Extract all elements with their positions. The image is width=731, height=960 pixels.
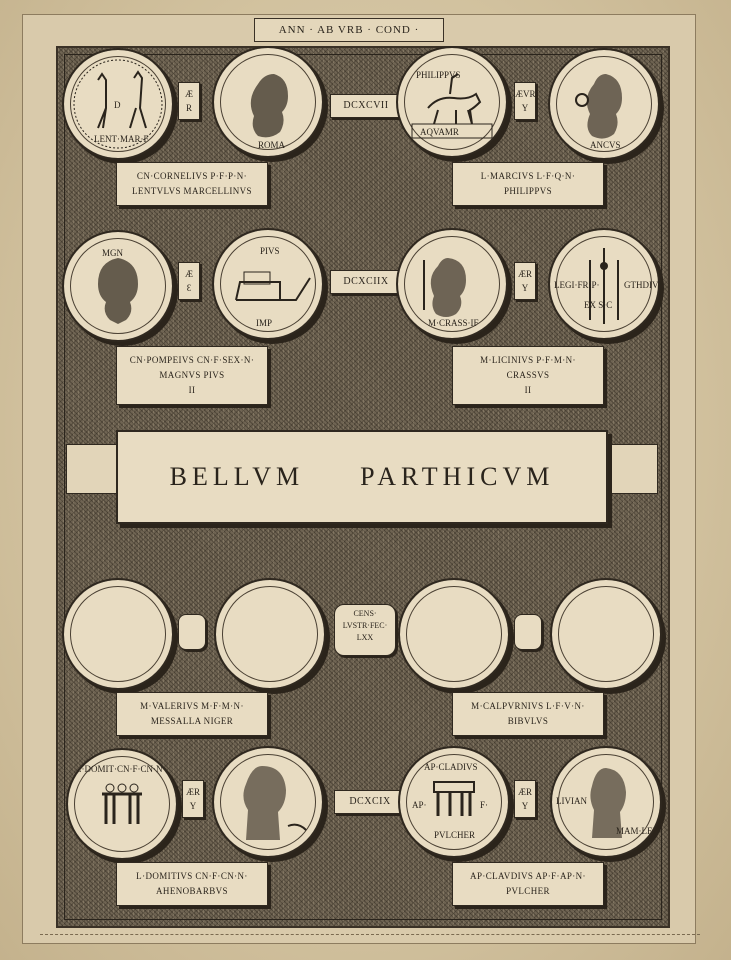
coin-pompeius-janus: MGN	[62, 230, 174, 342]
banner-word: BELLVM	[169, 462, 305, 491]
coin-pompeius-ship: PIVS IMP	[212, 228, 324, 340]
header-title: ANN · AB VRB · COND ·	[254, 18, 444, 42]
blank-denomination-tag	[178, 614, 206, 650]
year-tag: DCXCVII	[330, 94, 402, 118]
coin-legend-left: LEGI·FR·P·	[554, 280, 600, 290]
magistrate-name-box: AP·CLAVDIVS AP·F·AP·N·PVLCHER	[452, 862, 604, 906]
coin-legend: L·DOMIT·CN·F·CN·N·AHENOBARB	[76, 764, 176, 774]
magistrate-name-box: CN·CORNELIVS P·F·P·N·LENTVLVS MARCELLINV…	[116, 162, 268, 206]
coin-legend: ANCVS	[590, 140, 621, 150]
coin-legend-right: MAM·LEPID·	[616, 826, 660, 836]
coin-pulcher-altar: AP·CLADIVS AP· F· PVLCHER	[398, 746, 510, 858]
coin-legend-top: PHILIPPVS	[416, 70, 461, 80]
coin-crassus-standards: LEGI·FR·P· GTHDIV EX S·C	[548, 228, 660, 340]
coin-ahenobarbus-veiled-head	[212, 746, 324, 858]
coin-legend-top: AP·CLADIVS	[424, 762, 478, 772]
blank-denomination-tag	[514, 614, 542, 650]
coin-legend-top: PIVS	[260, 246, 280, 256]
coin-legend-left: AP·	[412, 800, 427, 810]
coin-pulcher-veiled-head: LIVIAN MAM·LEPID·	[550, 746, 662, 858]
coin-legend-left: LIVIAN	[556, 796, 587, 806]
coin-legend-bottom: IMP	[256, 318, 272, 328]
blank-coin	[214, 578, 326, 690]
coin-ancus-head: ANCVS	[548, 48, 660, 160]
coin-legend: MGN	[102, 248, 124, 258]
banner-word: PARTHICVM	[360, 462, 555, 491]
coin-lentulus-head: ROMA	[212, 46, 324, 158]
coin-legend-bottom: AQVAMR	[420, 127, 459, 137]
coin-mark: D	[114, 100, 121, 110]
magistrate-name-box: M·CALPVRNIVS L·F·V·N·BIBVLVS	[452, 692, 604, 736]
coin-legend: ROMA	[258, 140, 286, 150]
year-tag: DCXCIIX	[330, 270, 402, 294]
coin-legend-bottom: EX S·C	[584, 300, 612, 310]
magistrate-name-box: L·DOMITIVS CN·F·CN·N·AHENOBARBVS	[116, 862, 268, 906]
magistrate-name-box: L·MARCIVS L·F·Q·N·PHILIPPVS	[452, 162, 604, 206]
coin-lentulus-reverse: D LENT·MAR·F	[62, 48, 174, 160]
year-tag: DCXCIX	[334, 790, 406, 814]
blank-coin	[62, 578, 174, 690]
title-banner: BELLVM PARTHICVM	[116, 430, 608, 524]
page-footer-rule	[40, 934, 700, 936]
coin-legend: M·CRASS·IF	[428, 318, 479, 328]
magistrate-name-box: M·VALERIVS M·F·M·N·MESSALLA NIGER	[116, 692, 268, 736]
coin-legend-right: GTHDIV	[624, 280, 658, 290]
coin-legend-right: F·	[480, 800, 488, 810]
blank-coin	[550, 578, 662, 690]
coin-crassus-head: M·CRASS·IF	[396, 228, 508, 340]
coin-ahenobarbus-trophy: L·DOMIT·CN·F·CN·N·AHENOBARB	[66, 748, 178, 860]
blank-coin	[398, 578, 510, 690]
coin-legend: LENT·MAR·F	[94, 134, 149, 144]
coin-legend-bottom: PVLCHER	[434, 830, 475, 840]
coin-philippus-horseman: PHILIPPVS AQVAMR	[396, 46, 508, 158]
censor-tag: CENS·LVSTR·FEC·LXX	[334, 604, 396, 656]
